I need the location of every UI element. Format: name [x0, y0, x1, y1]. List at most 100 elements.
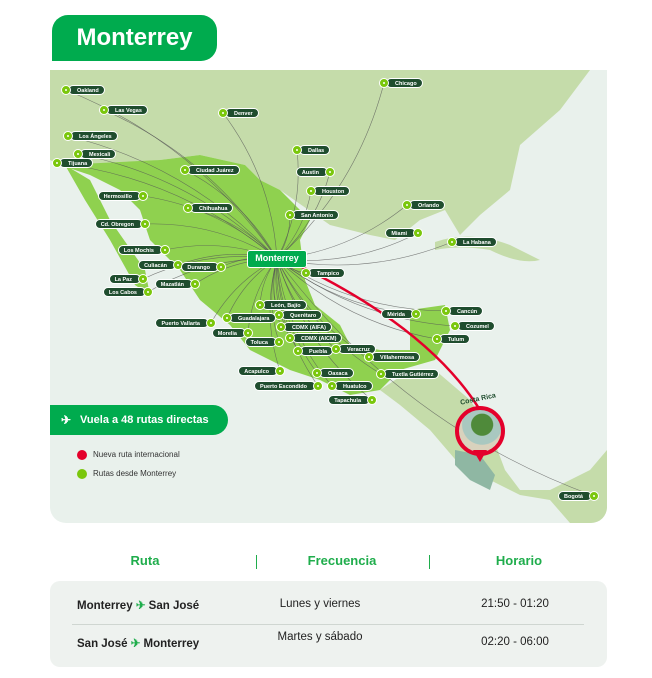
city-label[interactable]: Hermosillo [97, 191, 141, 201]
city-label[interactable]: León, Bajío [262, 300, 307, 310]
route-dot-icon [432, 334, 442, 344]
costa-rica-land [455, 450, 495, 490]
route-dot-icon [306, 186, 316, 196]
route-line [276, 258, 456, 327]
city-label[interactable]: Los Ángeles [70, 131, 118, 141]
route: San José ✈ Monterrey [77, 638, 200, 650]
plane-takeoff-icon: ✈ [61, 413, 72, 427]
route-dot-icon [364, 352, 374, 362]
route-dot-icon [216, 262, 226, 272]
page-title: Monterrey [52, 15, 217, 61]
city-label[interactable]: Tijuana [59, 158, 94, 168]
city-label[interactable]: Villahermosa [371, 352, 421, 362]
route-dot-icon [312, 368, 322, 378]
city-label[interactable]: Tuxtla Gutiérrez [383, 369, 440, 379]
routes-banner: ✈ Vuela a 48 rutas directas [50, 405, 228, 435]
city-label[interactable]: Ciudad Juárez [187, 165, 240, 175]
city-label[interactable]: Cancún [448, 306, 484, 316]
route-dot-icon [190, 279, 200, 289]
city-label[interactable]: Denver [225, 108, 259, 118]
city-label[interactable]: Querétaro [281, 310, 323, 320]
city-label[interactable]: Cozumel [457, 321, 495, 331]
city-label[interactable]: Huatulco [334, 381, 373, 391]
city-label[interactable]: Los Cabos [102, 287, 146, 297]
schedule: 21:50 - 01:20 [481, 598, 549, 610]
city-label[interactable]: Tampico [308, 268, 346, 278]
city-label[interactable]: Durango [181, 262, 219, 272]
route-dot-icon [285, 210, 295, 220]
costa-rica-pin[interactable] [455, 406, 505, 462]
city-label[interactable]: Acapulco [238, 366, 278, 376]
city-label[interactable]: Mazatlán [154, 279, 193, 289]
city-label[interactable]: Chicago [386, 78, 423, 88]
route-line [276, 258, 595, 497]
city-label[interactable]: San Antonio [292, 210, 340, 220]
table-row: Monterrey ✈ San José Lunes y viernes 21:… [50, 598, 607, 638]
mexico-land [60, 155, 450, 395]
city-label[interactable]: CDMX (AIFA) [283, 322, 332, 332]
legend-label: Rutas desde Monterrey [93, 469, 177, 478]
city-label[interactable]: Puerto Vallarta [155, 318, 209, 328]
route-dot-icon [402, 200, 412, 210]
route-line [276, 149, 299, 260]
route-dot-icon [274, 337, 284, 347]
hub-monterrey[interactable]: Monterrey [247, 250, 307, 268]
frequency: Lunes y viernes [279, 598, 361, 610]
route-dot-icon [255, 300, 265, 310]
schedule: 02:20 - 06:00 [481, 636, 549, 648]
route-line [276, 82, 385, 260]
route-dot-icon [222, 313, 232, 323]
route-dot-icon [52, 158, 62, 168]
new-route-line [301, 265, 482, 411]
city-label[interactable]: La Habana [454, 237, 497, 247]
route-dot-icon [160, 245, 170, 255]
route-dot-icon [376, 369, 386, 379]
city-label[interactable]: Puerto Escondido [253, 381, 316, 391]
route-dot-icon [180, 165, 190, 175]
city-label[interactable]: Orlando [409, 200, 446, 210]
route-dot-icon [183, 203, 193, 213]
route-line [276, 258, 438, 340]
divider [429, 555, 430, 569]
route-dot-icon [61, 85, 71, 95]
route-dot-icon [276, 322, 286, 332]
route-dot-icon [140, 219, 150, 229]
route-line [65, 89, 278, 260]
city-label[interactable]: Austin [295, 167, 328, 177]
city-label[interactable]: Miami [385, 228, 416, 238]
route-dot-icon [274, 310, 284, 320]
city-label[interactable]: Chihuahua [190, 203, 234, 213]
city-label[interactable]: Culiacán [138, 260, 176, 270]
legend-label: Nueva ruta internacional [93, 450, 180, 459]
city-label[interactable]: Cd. Obregon [94, 219, 143, 229]
route-dot-icon [325, 167, 335, 177]
city-label[interactable]: Toluca [244, 337, 277, 347]
city-label[interactable]: Oaxaca [319, 368, 354, 378]
route: Monterrey ✈ San José [77, 600, 200, 612]
city-label[interactable]: Bogotá [558, 491, 592, 501]
city-label[interactable]: Los Mochis [117, 245, 163, 255]
city-label[interactable]: Tapachula [328, 395, 370, 405]
legend-routes: Rutas desde Monterrey [77, 469, 176, 479]
city-label[interactable]: Guadalajara [229, 313, 276, 323]
city-label[interactable]: Mérida [381, 309, 414, 319]
route-line [142, 195, 278, 260]
city-label[interactable]: La Paz [108, 274, 141, 284]
city-label[interactable]: Oakland [68, 85, 105, 95]
city-label[interactable]: Tulum [439, 334, 471, 344]
city-label[interactable]: Las Vegas [106, 105, 148, 115]
city-label[interactable]: Puebla [300, 346, 334, 356]
row-divider [72, 624, 584, 625]
route-dot-icon [275, 366, 285, 376]
route-dot-icon [313, 381, 323, 391]
route-dot-icon [206, 318, 216, 328]
city-label[interactable]: Morelia [211, 328, 246, 338]
plane-icon: ✈ [135, 600, 146, 612]
city-label[interactable]: CDMX (AICM) [292, 333, 343, 343]
city-label[interactable]: Dallas [299, 145, 331, 155]
schedule-table: Monterrey ✈ San José Lunes y viernes 21:… [50, 581, 607, 667]
route-dot-icon [331, 344, 341, 354]
city-label[interactable]: Houston [313, 186, 351, 196]
route-dot-icon [413, 228, 423, 238]
